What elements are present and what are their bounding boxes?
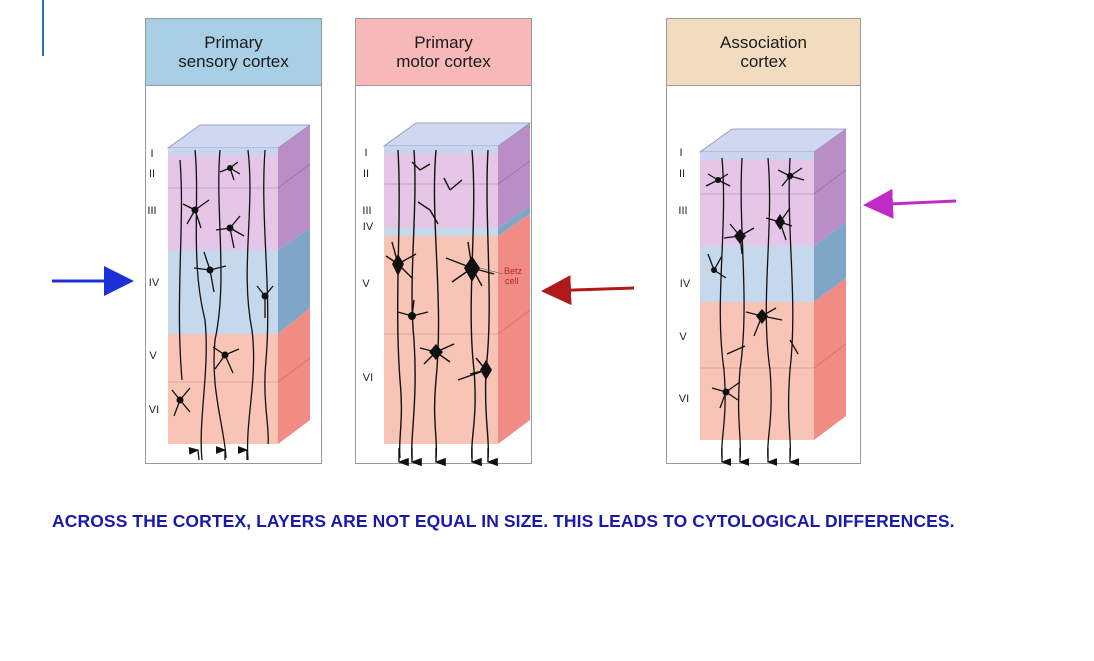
layer-label: I <box>150 148 153 160</box>
layer-label: V <box>679 331 687 343</box>
layer-label: II <box>363 168 369 180</box>
layer-label: IV <box>363 221 374 233</box>
panel-title-association: Association cortex <box>667 19 860 86</box>
layer-label: VI <box>363 372 373 384</box>
layer-label: V <box>149 350 157 362</box>
layer-label: IV <box>149 277 160 289</box>
arrow-motor-betz <box>541 275 635 306</box>
panel-title-motor: Primary motor cortex <box>356 19 531 86</box>
caption-text: ACROSS THE CORTEX, LAYERS ARE NOT EQUAL … <box>52 511 955 531</box>
layer-label: I <box>364 147 367 159</box>
block-association: I II III IV V VI <box>678 128 848 466</box>
layer-label: V <box>362 278 370 290</box>
arrow-association-layer-iii <box>863 188 957 219</box>
block-sensory: I II III IV V VI <box>147 124 312 461</box>
layer-label: II <box>679 168 685 180</box>
layer-label: VI <box>679 393 689 405</box>
panel-title-sensory: Primary sensory cortex <box>146 19 321 86</box>
layer-label: III <box>147 205 156 217</box>
layer-label: I <box>679 147 682 159</box>
layer-label: III <box>678 205 687 217</box>
layer-label: III <box>362 205 371 217</box>
layer-label: VI <box>149 404 159 416</box>
layer-label: II <box>149 168 155 180</box>
accent-bar <box>42 0 44 56</box>
layer-label: IV <box>680 278 691 290</box>
